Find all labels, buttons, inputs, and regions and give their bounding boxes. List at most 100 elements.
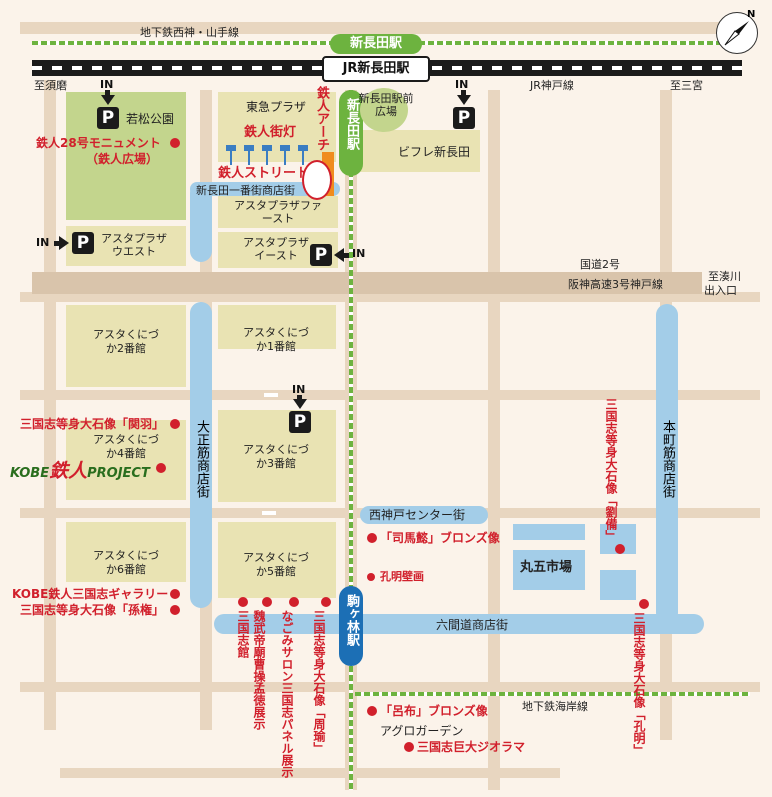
parking-icon[interactable]: P [97, 107, 119, 129]
to-minatogawa-label: 至湊川 [708, 270, 741, 283]
hanshin-expressway-label: 阪神高速3号神戸線 [568, 278, 663, 291]
gibu-dot[interactable] [262, 597, 272, 607]
parking-icon[interactable]: P [310, 244, 332, 266]
monument-label[interactable]: 鉄人28号モニュメント [36, 136, 161, 150]
to-suma-label: 至須磨 [34, 79, 67, 92]
kobe-project-logo-a: KOBE [10, 466, 50, 481]
gallery-dot[interactable] [170, 589, 180, 599]
kobe-project-logo[interactable]: KOBE鉄人PROJECT [10, 456, 150, 483]
streetlight-label[interactable]: 鉄人街灯 [244, 125, 297, 140]
ryobi-dot[interactable] [615, 544, 625, 554]
ryofu-label[interactable]: 「呂布」ブロンズ像 [380, 704, 488, 718]
komagabayashi-station-label: 駒ヶ林駅 [344, 594, 359, 646]
komagabayashi-station-marker[interactable]: 駒ヶ林駅 [339, 586, 363, 666]
parking-arrow-stem [54, 241, 60, 246]
taisho-street-top [190, 182, 212, 262]
parking-arrow-down-icon [457, 95, 471, 105]
road-top [20, 22, 720, 34]
subway-line-vertical [349, 90, 353, 790]
sekiu-label[interactable]: 三国志等身大石像「関羽」 [20, 417, 165, 431]
shin-nagata-subway-station[interactable]: 新長田駅 [330, 34, 422, 54]
tokyu-plaza-block [218, 92, 336, 162]
shuyu-dot[interactable] [321, 597, 331, 607]
jr-kobe-line-label: JR神戸線 [530, 79, 574, 92]
parking-arrow-down-icon [293, 399, 307, 409]
asta4-block [66, 420, 186, 500]
station-plaza-label: 新長田駅前広場 [358, 92, 414, 118]
compass: N [716, 9, 758, 54]
agro-label: アグロガーデン [380, 724, 464, 738]
route-2-label: 国道2号 [580, 258, 620, 271]
gallery-label[interactable]: KOBE鉄人三国志ギャラリー [12, 587, 169, 601]
road-h-5 [60, 768, 560, 778]
nishikobe-label: 西神戸センター街 [369, 508, 466, 522]
diorama-dot[interactable] [404, 742, 414, 752]
diorama-label[interactable]: 三国志巨大ジオラマ [417, 740, 526, 754]
monument-sub-label: （鉄人広場） [86, 152, 159, 166]
tetsujin-street-marker [302, 160, 332, 200]
komei-mural-dot[interactable] [367, 573, 375, 581]
road-h-1 [20, 292, 760, 302]
parking-arrow-stem [105, 90, 110, 96]
parking-in-label: IN [100, 78, 114, 91]
honmachi-street-label: 本町筋商店街 [660, 420, 675, 498]
streetlight-icons [224, 143, 310, 167]
exit-entrance-label: 出入口 [704, 284, 737, 297]
asta6-label: アスタくにづか6番館 [93, 549, 159, 576]
route-2-band [32, 272, 702, 294]
sekiu-dot[interactable] [170, 419, 180, 429]
parking-arrow-stem [343, 253, 349, 258]
gibu-label[interactable]: 魏武帝廟曹操孟徳展示 [252, 610, 266, 730]
parking-arrow-left-icon [334, 248, 344, 262]
jr-station-box[interactable]: JR新長田駅 [322, 56, 430, 82]
shibai-dot[interactable] [367, 533, 377, 543]
komei-mural-label[interactable]: 孔明壁画 [380, 570, 424, 583]
asta2-label: アスタくにづか2番館 [93, 328, 159, 355]
shuyu-label[interactable]: 三国志等身大石像「周瑜」 [312, 610, 326, 754]
kobe-project-dot[interactable] [156, 463, 166, 473]
tetsujin-street-label[interactable]: 鉄人ストリート [218, 166, 310, 181]
monument-dot[interactable] [170, 138, 180, 148]
subway-seishin-label: 地下鉄西神・山手線 [140, 26, 239, 39]
parking-arrow-down-icon [101, 95, 115, 105]
asta1-label: アスタくにづか1番館 [243, 326, 309, 353]
komei-label[interactable]: 三国志等身大石像「孔明」 [632, 612, 646, 756]
asta6-block [66, 522, 186, 582]
parking-icon[interactable]: P [453, 107, 475, 129]
taisho-street-label: 大正筋商店街 [194, 420, 209, 498]
ichibangai-label: 新長田一番街商店街 [196, 184, 295, 197]
wakamatsu-park-block [66, 92, 186, 220]
rokkenmichi-label: 六間道商店街 [436, 618, 509, 632]
sonken-dot[interactable] [170, 605, 180, 615]
parking-in-label: IN [455, 78, 469, 91]
parking-in-label: IN [36, 236, 50, 249]
streetlight-icon [226, 145, 308, 165]
shin-nagata-station-marker[interactable]: 新長田駅 [339, 90, 363, 176]
komei-dot[interactable] [639, 599, 649, 609]
jr-station-label: JR新長田駅 [342, 61, 410, 76]
parking-arrow-stem [297, 395, 302, 400]
sangokushikan-label[interactable]: 三国志館 [236, 610, 250, 658]
ryofu-dot[interactable] [367, 706, 377, 716]
nagomi-label[interactable]: なごみサロン三国志パネル展示 [280, 610, 294, 778]
nishikobe-street [360, 506, 488, 524]
parking-in-label: IN [352, 247, 366, 260]
asta3-label: アスタくにづか3番館 [243, 443, 309, 470]
nagomi-dot[interactable] [289, 597, 299, 607]
road-left-vertical [44, 80, 56, 730]
wakamatsu-park-label: 若松公園 [126, 112, 175, 126]
to-sannomiya-label: 至三宮 [670, 79, 703, 92]
shibai-label[interactable]: 「司馬懿」ブロンズ像 [380, 531, 500, 545]
asta4-label: アスタくにづか4番館 [93, 433, 159, 460]
sangokushikan-dot[interactable] [238, 597, 248, 607]
marugo-block-1 [513, 524, 585, 540]
marugo-block-2 [513, 550, 585, 590]
parking-icon[interactable]: P [289, 411, 311, 433]
subway-kaigan-line [355, 692, 750, 696]
arch-label[interactable]: 鉄人アーチ [314, 86, 329, 151]
ryobi-label[interactable]: 三国志等身大石像「劉備」 [604, 398, 618, 542]
parking-icon[interactable]: P [72, 232, 94, 254]
road-arrow-right-icon [262, 511, 276, 515]
road-arrow-left-icon [264, 393, 278, 397]
sonken-label[interactable]: 三国志等身大石像「孫権」 [20, 603, 165, 617]
